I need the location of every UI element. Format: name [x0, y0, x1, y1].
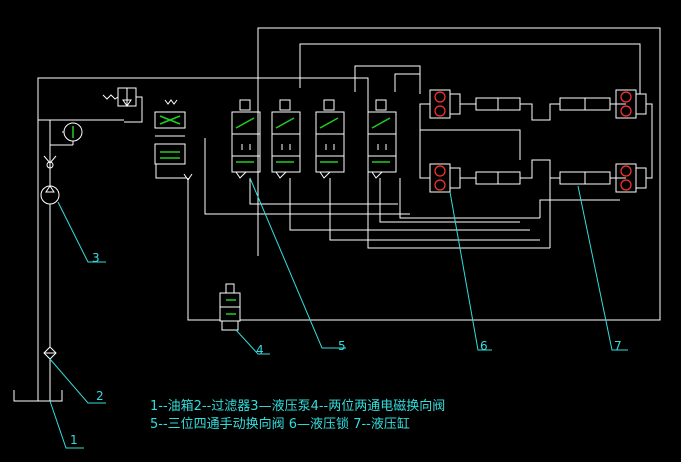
lock-check-ball	[434, 179, 446, 191]
valve-mid-box	[231, 133, 261, 157]
valve-bottom-box	[231, 155, 261, 173]
hydraulic-locks-6	[429, 89, 647, 193]
valve-mid-box	[271, 133, 301, 157]
valve-indicator	[275, 117, 295, 129]
hydraulic-cylinder-3	[475, 171, 521, 185]
hydraulic-lock-2	[615, 89, 647, 119]
valve-indicator	[371, 117, 391, 129]
valve-mid-box	[315, 133, 345, 157]
directional-valve-3	[315, 99, 345, 179]
lock-check-ball	[620, 105, 632, 117]
valve-bottom-box	[367, 155, 397, 173]
directional-valve-4	[367, 99, 397, 179]
lock-body	[429, 89, 451, 119]
directional-valves-5	[231, 99, 397, 179]
valve-actuator	[279, 99, 291, 111]
label-2: 2	[96, 389, 104, 403]
lock-check-ball	[620, 91, 632, 103]
label-5: 5	[338, 339, 346, 353]
valve-spring	[275, 171, 287, 179]
hydraulic-lock-1	[429, 89, 461, 119]
pressure-gauge-symbol	[38, 119, 83, 156]
valve-actuator	[323, 99, 335, 111]
label-4: 4	[256, 343, 264, 357]
directional-valve-1	[231, 99, 261, 179]
solenoid-valve-4	[187, 27, 661, 331]
tank-return-symbol	[183, 173, 193, 181]
label-1: 1	[70, 433, 78, 447]
lock-port	[449, 93, 461, 115]
hydraulic-cylinder-2	[559, 97, 611, 111]
valve-indicator	[235, 117, 255, 129]
oil-tank	[13, 120, 63, 402]
lock-port	[635, 93, 647, 115]
label-7: 7	[614, 339, 622, 353]
valve-spring	[371, 171, 383, 179]
lock-check-ball	[620, 179, 632, 191]
lock-check-ball	[434, 105, 446, 117]
valve-spring	[319, 171, 331, 179]
lock-check-ball	[434, 91, 446, 103]
lock-body	[429, 163, 451, 193]
check-valve-symbol	[43, 155, 57, 186]
circuit-pipes	[204, 43, 653, 249]
hydraulic-pump-symbol	[40, 185, 60, 205]
lock-check-ball	[434, 165, 446, 177]
filter-symbol	[43, 346, 57, 360]
valve-indicator	[319, 117, 339, 129]
lock-port	[635, 167, 647, 189]
hydraulic-cylinders-7	[475, 97, 611, 185]
leader-lines	[49, 177, 628, 449]
directional-valve-2	[271, 99, 301, 179]
valve-actuator	[239, 99, 251, 111]
manual-valve-left	[154, 99, 186, 179]
hydraulic-cylinder-1	[475, 97, 521, 111]
relief-valve-symbol	[102, 87, 143, 123]
legend-line-2: 5--三位四通手动换向阀 6—液压锁 7--液压缸	[150, 416, 410, 432]
valve-spring	[235, 171, 247, 179]
valve-actuator	[375, 99, 387, 111]
label-6: 6	[480, 339, 488, 353]
valve-mid-box	[367, 133, 397, 157]
supply-pipes	[37, 77, 369, 198]
valve-bottom-box	[315, 155, 345, 173]
lock-port	[449, 167, 461, 189]
hydraulic-cylinder-4	[559, 171, 611, 185]
legend-line-1: 1--油箱2--过滤器3—液压泵4--两位两通电磁换向阀	[150, 398, 445, 414]
lock-check-ball	[620, 165, 632, 177]
hydraulic-lock-4	[615, 163, 647, 193]
valve-bottom-box	[271, 155, 301, 173]
hydraulic-lock-3	[429, 163, 461, 193]
label-3: 3	[92, 251, 100, 265]
